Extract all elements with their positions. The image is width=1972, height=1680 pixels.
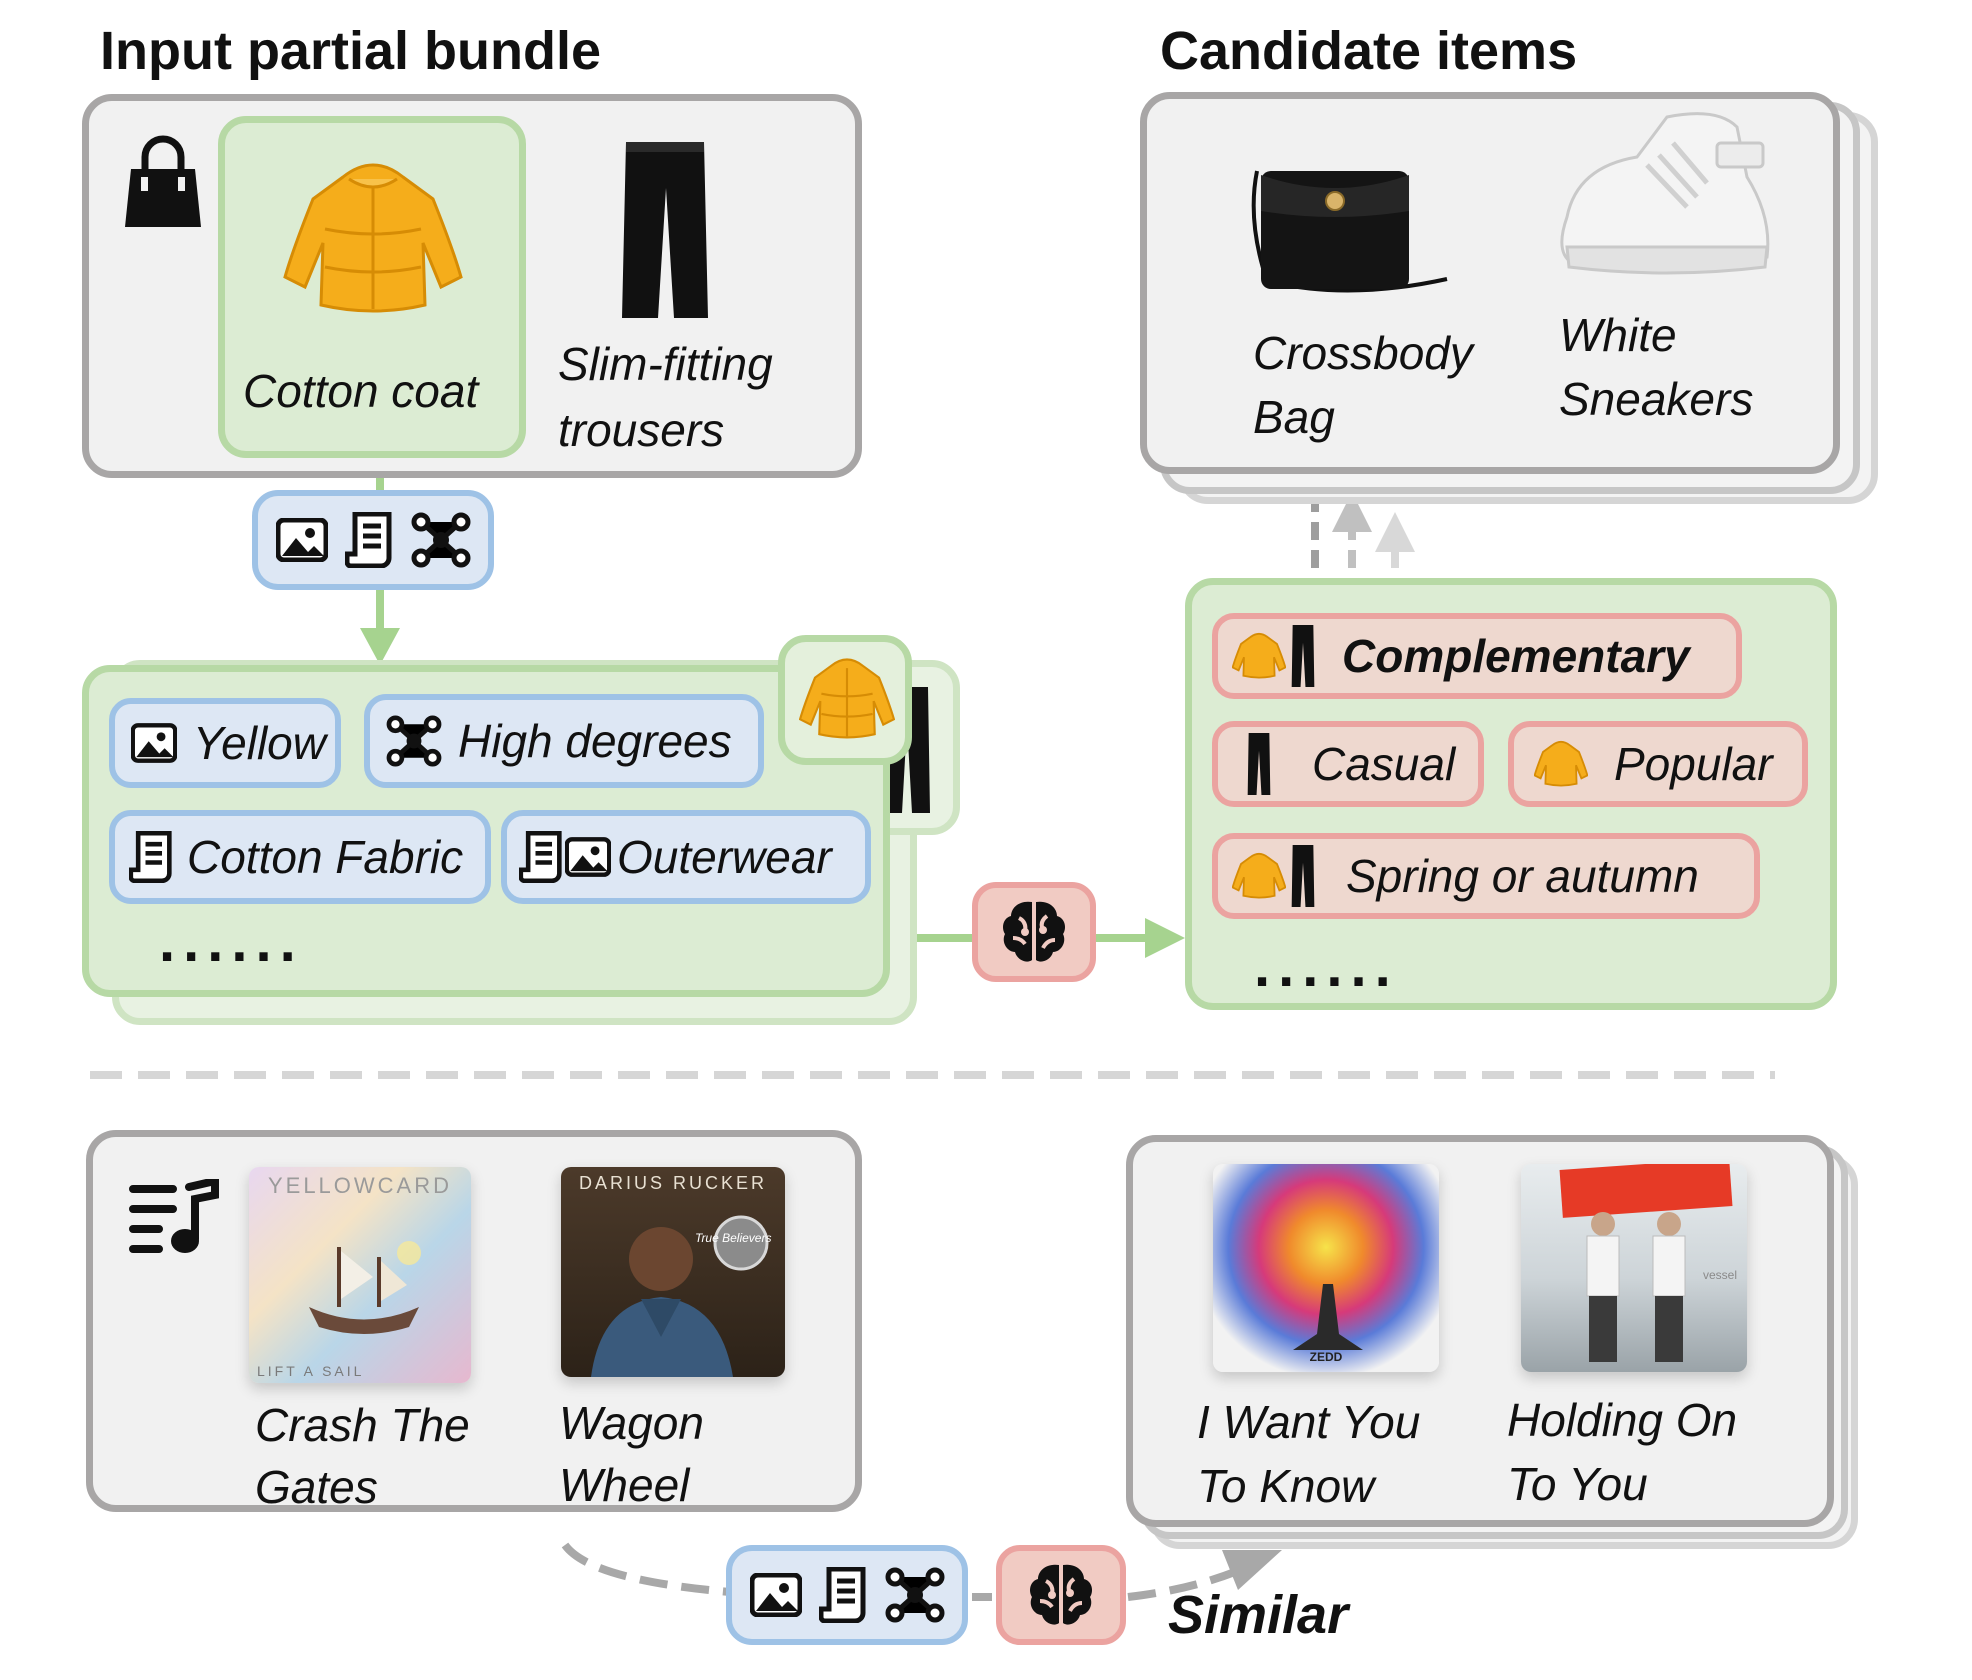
intent-casual-label: Casual [1312, 738, 1456, 790]
candidate-items-panel: Crossbody Bag White Sneakers [1140, 92, 1840, 474]
crash-the-gates-cover-footer: LIFT A SAIL [257, 1363, 365, 1379]
intent-popular-label: Popular [1614, 738, 1773, 790]
shopping-bag-icon [125, 135, 201, 227]
brain-icon [1003, 901, 1065, 962]
image-icon [749, 1573, 802, 1617]
sailing-ship-art [309, 1241, 421, 1334]
crash-the-gates-cover: YELLOWCARD LIFT A SAIL [249, 1167, 471, 1383]
crash-the-gates-label-line1: Crash The [255, 1399, 470, 1451]
modality-encoder-fashion [252, 490, 494, 590]
image-icon [275, 518, 328, 562]
holding-on-to-you-label-line1: Holding On [1507, 1394, 1738, 1446]
black-crossbody-bag-icon [1251, 170, 1448, 293]
yellow-puffer-jacket-icon [283, 163, 463, 313]
yellow-puffer-jacket-icon [1534, 740, 1588, 787]
i-want-you-to-know-label-line2: To Know [1197, 1460, 1375, 1512]
attributes-panel: Yellow High degrees Cotton Fabric [82, 665, 890, 997]
intents-ellipsis: ...... [1254, 934, 1399, 999]
white-sneakers-label-line2: Sneakers [1559, 373, 1754, 425]
intent-popular-chip[interactable]: Popular [1508, 721, 1808, 807]
wagon-wheel-label-line2: Wheel [559, 1459, 690, 1511]
similar-relation-label: Similar [1168, 1585, 1349, 1645]
cotton-coat-label: Cotton coat [243, 365, 479, 417]
intent-complementary-label: Complementary [1342, 630, 1690, 682]
text-document-icon [129, 831, 172, 883]
wagon-wheel-label-line1: Wagon [559, 1397, 704, 1449]
arrowhead-up-3 [1375, 512, 1415, 552]
yellow-puffer-jacket-icon [799, 658, 895, 739]
attribute-outerwear-chip[interactable]: Outerwear [501, 810, 871, 904]
attributes-ellipsis: ...... [159, 909, 304, 974]
tree-trunk-art [1293, 1284, 1363, 1350]
white-sneaker-icon [1560, 112, 1770, 275]
slim-trousers-label-line1: Slim-fitting [558, 338, 773, 390]
attribute-outerwear-label: Outerwear [617, 831, 832, 883]
black-trousers-icon [1247, 732, 1271, 796]
intent-complementary-chip[interactable]: Complementary [1212, 613, 1742, 699]
image-icon [131, 723, 177, 763]
white-sneakers-label-line1: White [1559, 309, 1677, 361]
two-figures-art [1586, 1212, 1686, 1362]
crash-the-gates-cover-text: YELLOWCARD [267, 1173, 453, 1198]
intent-spring-autumn-chip[interactable]: Spring or autumn [1212, 833, 1760, 919]
holding-on-to-you-cover-text: vessel [1702, 1268, 1737, 1282]
reasoner-brain-fashion [972, 882, 1096, 982]
crash-the-gates-label-line2: Gates [255, 1461, 378, 1513]
wagon-wheel-cover-badge: True Believers [695, 1231, 772, 1245]
wagon-wheel-cover: DARIUS RUCKER True Believers [561, 1167, 785, 1377]
wagon-wheel-cover-text: DARIUS RUCKER [578, 1173, 768, 1193]
text-document-icon [819, 1567, 866, 1623]
arrowhead-similar [1222, 1550, 1282, 1590]
input-bundle-heading: Input partial bundle [100, 21, 601, 81]
music-input-panel: YELLOWCARD LIFT A SAIL DARIUS RUCKER Tru… [86, 1130, 862, 1513]
arrowhead-up-2 [1332, 492, 1372, 532]
brain-icon [1030, 1564, 1092, 1625]
yellow-puffer-jacket-icon [1232, 852, 1286, 899]
modality-encoder-music [726, 1545, 968, 1645]
intent-casual-chip[interactable]: Casual [1212, 721, 1484, 807]
arrowhead-intents [1145, 918, 1185, 958]
attribute-high-degrees-chip[interactable]: High degrees [364, 694, 764, 788]
arrow-music-curve-left [561, 1542, 731, 1596]
cotton-coat-item[interactable]: Cotton coat [218, 116, 526, 458]
graph-network-icon [885, 1567, 944, 1623]
intent-spring-autumn-label: Spring or autumn [1346, 850, 1699, 902]
arrowhead-attributes [360, 628, 400, 665]
candidate-items-heading: Candidate items [1160, 21, 1578, 81]
i-want-you-to-know-label-line1: I Want You [1197, 1396, 1421, 1448]
arrow-music-curve-right [1127, 1566, 1242, 1601]
music-playlist-icon [129, 1179, 219, 1253]
music-candidate-panel: ZEDD vessel I Want You To Know Holding O… [1126, 1135, 1834, 1527]
attribute-yellow-chip[interactable]: Yellow [109, 698, 341, 788]
text-document-icon [519, 831, 562, 883]
attribute-high-degrees-label: High degrees [458, 715, 732, 767]
crossbody-bag-label-line2: Bag [1253, 391, 1335, 443]
reasoner-brain-music [996, 1545, 1126, 1645]
slim-trousers-label-line2: trousers [558, 404, 725, 456]
artist-portrait-art [591, 1215, 769, 1377]
i-want-you-to-know-cover-text: ZEDD [1309, 1350, 1343, 1364]
yellow-puffer-jacket-icon [1232, 632, 1286, 679]
intents-panel: Complementary Casual Popular Spring or a… [1185, 578, 1837, 1010]
image-icon [565, 837, 611, 877]
black-trousers-icon [1291, 844, 1315, 908]
black-trousers-icon [1291, 624, 1315, 688]
graph-network-icon [411, 512, 470, 568]
attribute-cotton-fabric-label: Cotton Fabric [187, 831, 464, 883]
coat-attr-card [778, 635, 912, 765]
graph-network-icon [386, 715, 442, 767]
holding-on-to-you-label-line2: To You [1507, 1458, 1648, 1510]
black-trousers-icon [622, 142, 708, 318]
text-document-icon [345, 512, 392, 568]
holding-on-to-you-cover: vessel [1521, 1164, 1747, 1372]
attribute-cotton-fabric-chip[interactable]: Cotton Fabric [109, 810, 491, 904]
crossbody-bag-label-line1: Crossbody [1253, 327, 1473, 379]
attribute-yellow-label: Yellow [193, 717, 326, 769]
i-want-you-to-know-cover: ZEDD [1213, 1164, 1439, 1372]
